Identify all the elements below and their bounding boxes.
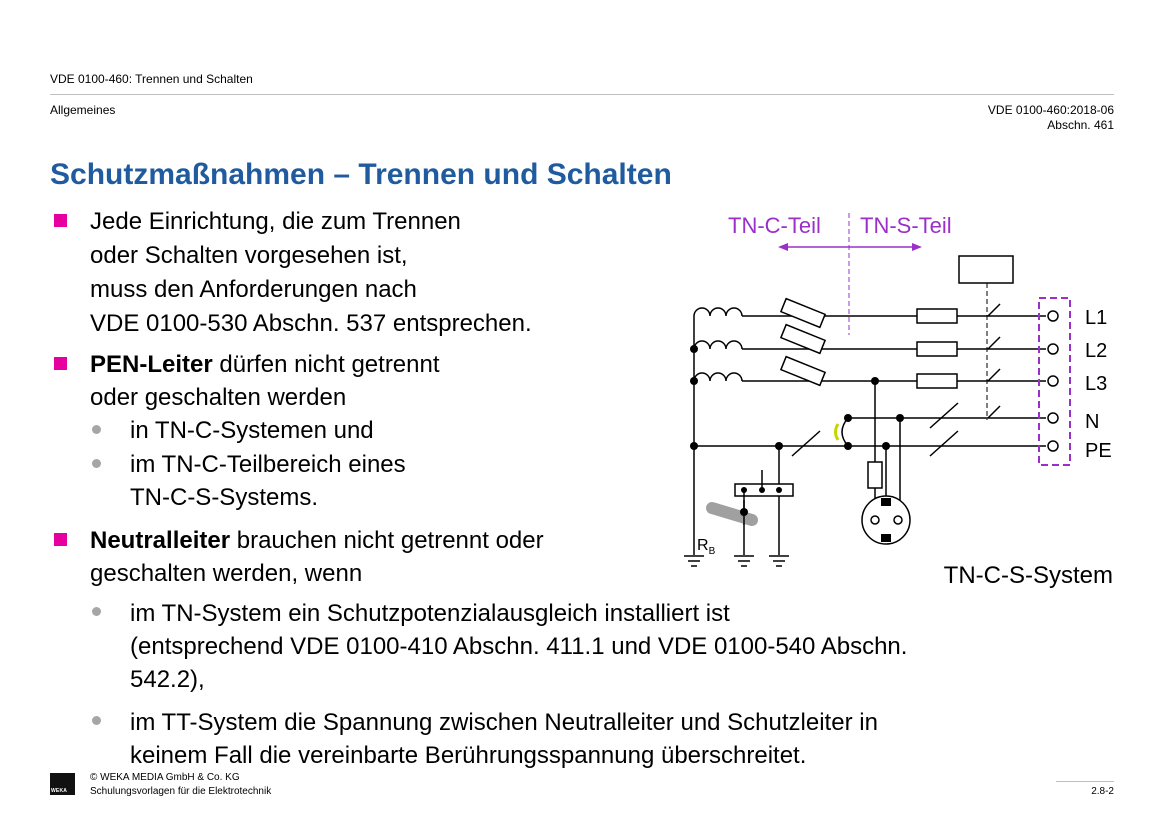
footer-series: Schulungsvorlagen für die Elektrotechnik (90, 786, 272, 797)
section-label: Allgemeines (50, 103, 116, 117)
bullet-2-line-1: PEN-Leiter dürfen nicht getrennt (90, 348, 440, 381)
pen-leiter-term: PEN-Leiter (90, 351, 213, 378)
weka-logo: WEKA (50, 773, 75, 795)
pipe-clamp (740, 508, 748, 516)
bullet-2-sub-2-line-2: TN-C-S-Systems. (130, 484, 318, 511)
fuse-disconnectors (779, 297, 827, 387)
bullet-2-text: dürfen nicht getrennt (212, 351, 440, 378)
bullet-3-sub-1-line-2: (entsprechend VDE 0100-410 Abschn. 411.1… (130, 633, 908, 660)
socket-outlet (861, 495, 911, 545)
bullet-marker (54, 533, 67, 546)
label-n: N (1085, 411, 1099, 433)
arrow-head-right (912, 243, 922, 251)
bullet-3-line-2: geschalten werden, wenn (90, 560, 363, 587)
rcd-box (958, 255, 1014, 284)
tn-s-teil-label: TN-S-Teil (860, 213, 952, 238)
bullet-1-line-1: Jede Einrichtung, die zum Trennen (90, 208, 461, 235)
rb-label: RB (697, 537, 716, 557)
bullet-3-sub-2-line-2: keinem Fall die vereinbarte Berührungssp… (130, 742, 807, 769)
ground-symbols (684, 555, 789, 567)
label-pe: PE (1085, 440, 1112, 462)
page-number: 2.8-2 (1091, 786, 1114, 797)
label-l3: L3 (1085, 373, 1107, 395)
bullet-1-line-3: muss den Anforderungen nach (90, 276, 417, 303)
bullet-3-text: brauchen nicht getrennt oder (230, 527, 544, 554)
transformer-windings (693, 307, 743, 382)
page-title: Schutzmaßnahmen – Trennen und Schalten (50, 158, 672, 191)
bullet-1-line-2: oder Schalten vorgesehen ist, (90, 242, 408, 269)
bullet-3-sub-2-line-1: im TT-System die Spannung zwischen Neutr… (130, 709, 878, 736)
header-divider (50, 94, 1114, 95)
arrow-head-left (778, 243, 788, 251)
water-pipe (706, 502, 758, 526)
bullet-marker (54, 214, 67, 227)
socket-earth-top (881, 498, 891, 506)
sub-bullet-marker (92, 459, 101, 468)
cable-slashes (791, 402, 959, 457)
footer-divider (1056, 781, 1114, 782)
bullet-2-line-2: oder geschalten werden (90, 384, 347, 411)
norm-section: Abschn. 461 (1047, 118, 1114, 132)
terminals (1047, 310, 1059, 452)
pen-split (841, 417, 849, 447)
norm-reference: VDE 0100-460:2018-06 (987, 103, 1114, 117)
pen-marking (834, 423, 840, 441)
sub-bullet-marker (92, 425, 101, 434)
bullet-2-sub-2-line-1: im TN-C-Teilbereich eines (130, 451, 406, 478)
label-l2: L2 (1085, 340, 1107, 362)
diagram-caption: TN-C-S-System (944, 562, 1113, 589)
label-l1: L1 (1085, 307, 1107, 329)
switch-contacts (987, 303, 1001, 419)
tn-c-teil-label: TN-C-Teil (728, 213, 821, 238)
circuit-fuses (916, 308, 958, 389)
bullet-3-sub-1-line-1: im TN-System ein Schutzpotenzialausgleic… (130, 600, 730, 627)
neutralleiter-term: Neutralleiter (90, 527, 231, 554)
bullet-2-sub-1: in TN-C-Systemen und (130, 417, 374, 444)
terminal-enclosure (1038, 297, 1071, 466)
bullet-3-line-1: Neutralleiter brauchen nicht getrennt od… (90, 524, 544, 557)
socket-fuse (867, 461, 883, 489)
sub-bullet-marker (92, 607, 101, 616)
document-title: VDE 0100-460: Trennen und Schalten (50, 72, 253, 86)
bullet-3-sub-1-line-3: 542.2), (130, 666, 205, 693)
footer-copyright: © WEKA MEDIA GmbH & Co. KG (90, 772, 240, 783)
socket-earth-bottom (881, 534, 891, 542)
bullet-marker (54, 357, 67, 370)
sub-bullet-marker (92, 716, 101, 725)
bullet-1-line-4: VDE 0100-530 Abschn. 537 entsprechen. (90, 310, 532, 337)
